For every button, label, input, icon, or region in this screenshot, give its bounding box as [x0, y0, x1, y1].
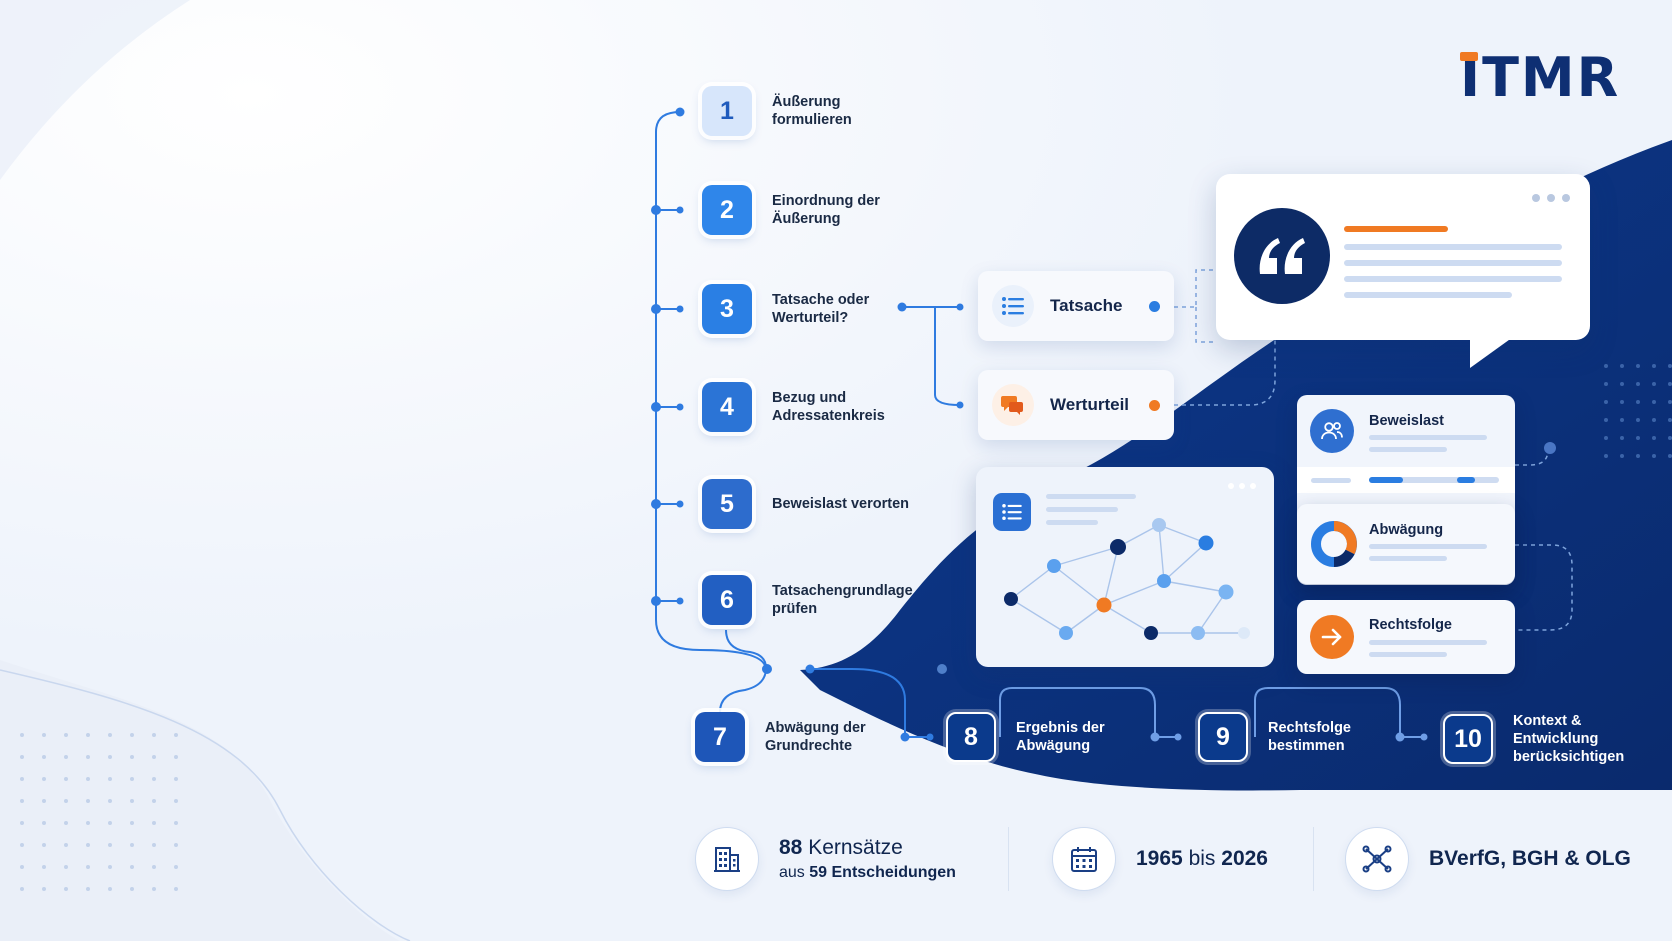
step-7: 7 Abwägung der Grundrechte: [695, 712, 905, 762]
step-8-number: 8: [946, 712, 996, 762]
step-2-number: 2: [702, 185, 752, 235]
side-card-rechtsfolge: Rechtsfolge: [1297, 600, 1515, 674]
step-9-number: 9: [1198, 712, 1248, 762]
step-5: 5 Beweislast verorten: [702, 479, 922, 529]
side-card-abwaegung-title: Abwägung: [1369, 522, 1444, 538]
quote-icon: [1234, 208, 1330, 304]
card-line: [1369, 652, 1447, 657]
step-1-number: 1: [702, 86, 752, 136]
step-3-label: Tatsache oder Werturteil?: [772, 292, 870, 326]
window-dots: [1532, 194, 1570, 202]
step-4-label: Bezug und Adressatenkreis: [772, 390, 885, 424]
stat-year-from: 1965: [1136, 847, 1183, 870]
category-tatsache-label: Tatsache: [1050, 296, 1123, 315]
stat-year-mid: bis: [1188, 847, 1216, 870]
quote-line-accent: [1344, 226, 1448, 232]
card-line: [1369, 640, 1487, 645]
stat-courts: BVerfG, BGH & OLG: [1429, 847, 1631, 870]
step-3-number: 3: [702, 284, 752, 334]
step-5-number: 5: [702, 479, 752, 529]
window-dots: [1228, 483, 1256, 489]
step-4-number: 4: [702, 382, 752, 432]
quote-line: [1344, 260, 1562, 266]
card-line: [1369, 556, 1447, 561]
bottom-connectors: [999, 687, 1424, 738]
category-tatsache: Tatsache: [978, 271, 1174, 341]
stat-zeitraum: 1965 bis 2026: [1052, 827, 1268, 891]
network-line: [1046, 520, 1098, 525]
step-10: 10 Kontext & Entwicklung berücksichtigen: [1443, 712, 1663, 766]
step-10-label: Kontext & Entwicklung berücksichtigen: [1513, 713, 1625, 765]
building-icon: [695, 827, 759, 891]
step-3: 3 Tatsache oder Werturteil?: [702, 284, 922, 334]
network-line: [1046, 494, 1136, 499]
dot-grid-right: [1604, 364, 1672, 458]
step-9-label: Rechtsfolge bestimmen: [1268, 720, 1351, 754]
step-5-label: Beweislast verorten: [772, 496, 910, 512]
quote-line: [1344, 276, 1562, 282]
side-card-rechtsfolge-title: Rechtsfolge: [1369, 617, 1452, 633]
step-9: 9 Rechtsfolge bestimmen: [1198, 712, 1378, 762]
dot-grid-left: [20, 733, 178, 891]
category-werturteil-label: Werturteil: [1050, 395, 1130, 414]
step-2: 2 Einordnung der Äußerung: [702, 185, 922, 235]
divider: [1008, 827, 1009, 891]
card-line: [1369, 544, 1487, 549]
users-icon: [1310, 409, 1354, 453]
stat-kernsaetze: 88 Kernsätze aus 59 Entscheidungen: [695, 827, 956, 891]
step-6-number: 6: [702, 575, 752, 625]
step-1-label: Äußerung formulieren: [772, 94, 852, 128]
category-werturteil: Werturteil: [978, 370, 1174, 440]
stat-year-to: 2026: [1221, 847, 1268, 870]
list-icon: [992, 285, 1034, 327]
card-line: [1369, 435, 1487, 440]
side-card-beweislast-title: Beweislast: [1369, 413, 1444, 429]
calendar-icon: [1052, 827, 1116, 891]
step-8-label: Ergebnis der Abwägung: [1016, 720, 1105, 754]
step-6: 6 Tatsachengrundlage prüfen: [702, 575, 922, 625]
list-icon: [993, 493, 1031, 531]
step-7-number: 7: [695, 712, 745, 762]
step-1: 1 Äußerung formulieren: [702, 86, 922, 136]
donut-chart-icon: [1308, 518, 1360, 570]
category-werturteil-dot: [1149, 399, 1160, 411]
network-icon: [1345, 827, 1409, 891]
stat-prefix: aus: [779, 864, 805, 881]
stat-count-word: Kernsätze: [808, 836, 903, 859]
network-graph: [1004, 518, 1250, 640]
divider: [1313, 827, 1314, 891]
network-line: [1046, 507, 1118, 512]
step-7-label: Abwägung der Grundrechte: [765, 720, 866, 754]
stat-decisions: 59: [809, 864, 828, 881]
dashed-connectors: [1174, 269, 1573, 631]
quote-line: [1344, 244, 1562, 250]
logo: ITMR: [1460, 46, 1620, 109]
progress-bar: [1369, 477, 1499, 483]
step-4: 4 Bezug und Adressatenkreis: [702, 382, 922, 432]
quote-line: [1344, 292, 1512, 298]
speech-bubble-tail: [1470, 332, 1520, 368]
stat-decisions-word: Entscheidungen: [831, 864, 956, 881]
category-tatsache-dot: [1149, 300, 1160, 312]
step-10-number: 10: [1443, 714, 1493, 764]
timeline-nodes: [651, 107, 964, 742]
quote-card: [1216, 174, 1590, 368]
step-2-label: Einordnung der Äußerung: [772, 193, 880, 227]
progress-row: [1297, 467, 1515, 493]
side-card-abwaegung: Abwägung: [1297, 504, 1515, 584]
network-card: [976, 467, 1274, 667]
stat-count: 88: [779, 836, 803, 859]
speech-bubbles-icon: [992, 384, 1034, 426]
stat-gerichte: BVerfG, BGH & OLG: [1345, 827, 1631, 891]
arrow-right-icon: [1310, 615, 1354, 659]
logo-text: ITMR: [1460, 46, 1621, 109]
card-line: [1369, 447, 1447, 452]
step-8: 8 Ergebnis der Abwägung: [946, 712, 1126, 762]
step-6-label: Tatsachengrundlage prüfen: [772, 583, 913, 617]
